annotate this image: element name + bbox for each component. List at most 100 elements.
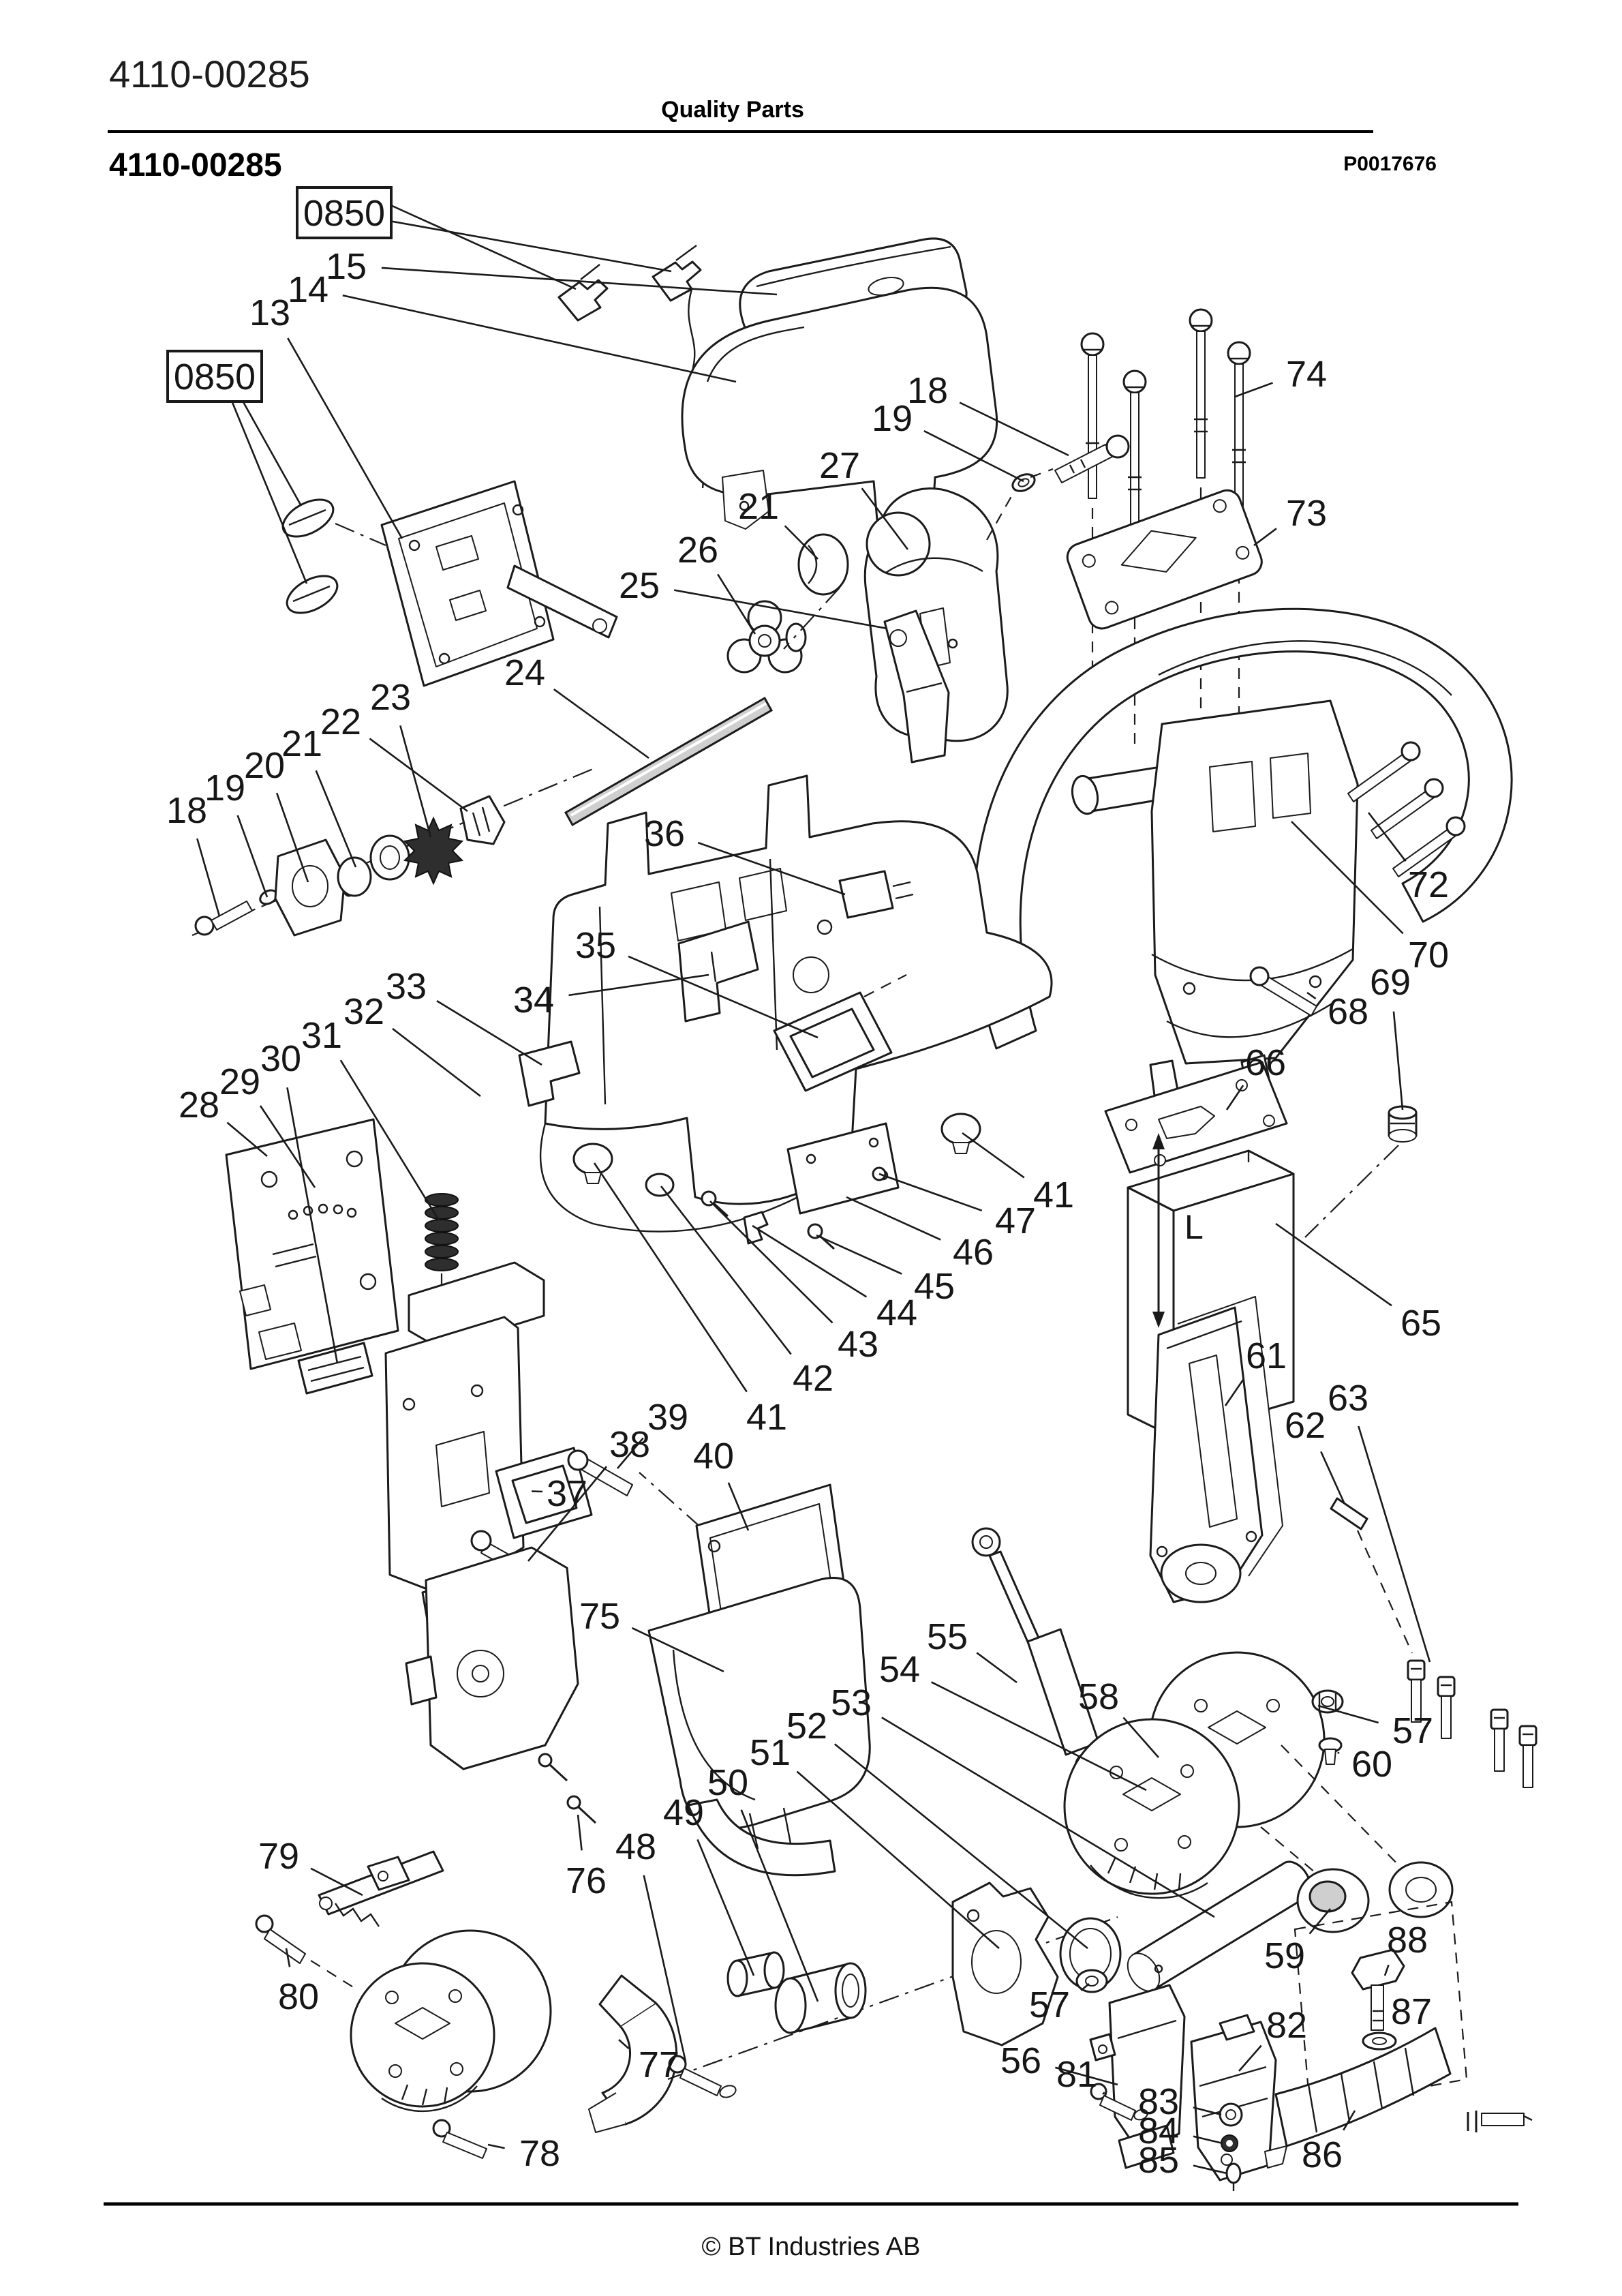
part-belly-cover-75: [647, 1577, 871, 1877]
star-knob-26: [726, 600, 807, 674]
leader-line-35: [628, 955, 818, 1039]
bushing-50: [774, 1962, 867, 2034]
callout-23: 23: [370, 677, 411, 718]
callout-86: 86: [1302, 2134, 1343, 2175]
leader-line-46: [846, 1196, 941, 1241]
bolt-78: [432, 2119, 487, 2159]
leader-line-56: [1055, 2066, 1118, 2086]
part-housing-32: [297, 1040, 581, 1625]
pin-62: [1330, 1497, 1413, 1654]
leader-line-65: [1275, 1222, 1392, 1307]
leader-line-61: [1224, 1378, 1245, 1406]
boxed-ref-leader: [241, 400, 303, 507]
boxed-ref-frame: [296, 186, 393, 239]
part-carriage: [405, 1546, 579, 1770]
callout-35: 35: [575, 925, 616, 966]
bolt-88: [1294, 1901, 1468, 2109]
part-main-bracket: [540, 774, 1053, 1233]
callout-41: 41: [746, 1397, 787, 1438]
part-rack-86: [1264, 2027, 1533, 2169]
leader-line-78: [487, 2143, 505, 2149]
leader-line-19: [236, 815, 269, 898]
leader-line-88: [1383, 1964, 1390, 1976]
callout-54: 54: [879, 1649, 920, 1690]
part-cam-51: [951, 1882, 1059, 2046]
leader-line-51: [796, 1770, 1000, 1949]
callout-21: 21: [738, 486, 779, 527]
dimension-arrow-up: [1152, 1133, 1165, 1149]
leader-line-55: [976, 1652, 1017, 1684]
callout-49: 49: [663, 1792, 704, 1833]
header-section: Quality Parts: [661, 97, 804, 123]
part-swing-arm-61: [1149, 1296, 1283, 1603]
callout-60: 60: [1351, 1744, 1392, 1785]
leader-line-81: [1102, 2091, 1105, 2095]
dimension-label: L: [1184, 1208, 1204, 1246]
leader-line-40: [727, 1482, 750, 1531]
plate-number: P0017676: [1343, 153, 1437, 175]
leader-line-85: [1193, 2164, 1227, 2175]
leader-line-75: [631, 1627, 724, 1673]
dimension-arrow-down: [1152, 1312, 1165, 1328]
callout-18: 18: [166, 790, 207, 831]
callout-69: 69: [1370, 962, 1411, 1003]
leader-line-30: [286, 1087, 339, 1364]
callout-25: 25: [619, 565, 660, 606]
leader-line-68: [1306, 991, 1317, 1000]
callout-82: 82: [1266, 2005, 1307, 2046]
callout-14: 14: [288, 269, 328, 310]
callout-55: 55: [927, 1616, 968, 1657]
callout-18: 18: [907, 370, 948, 411]
bolt-80: [255, 1914, 355, 1989]
boxed-ref-leader: [388, 203, 577, 290]
leader-line-72: [1367, 812, 1407, 862]
callout-21: 21: [281, 723, 322, 764]
callout-28: 28: [179, 1085, 219, 1126]
leader-line-13: [287, 337, 403, 539]
callout-47: 47: [995, 1200, 1036, 1241]
leader-line-20: [275, 792, 309, 883]
callout-59: 59: [1264, 1935, 1305, 1976]
callout-50: 50: [707, 1762, 748, 1803]
leader-line-32: [392, 1027, 481, 1098]
part-swivel-plates: [350, 1929, 552, 2113]
callout-84: 84: [1138, 2111, 1179, 2151]
callout-19: 19: [204, 768, 245, 809]
gasket-37: [495, 1447, 593, 1539]
leader-line-34: [568, 973, 709, 997]
callout-22: 22: [320, 701, 361, 742]
callout-36: 36: [644, 813, 685, 854]
callout-74: 74: [1286, 354, 1327, 395]
leader-line-59: [1309, 1908, 1331, 1935]
leader-line-62: [1320, 1451, 1345, 1503]
bolt-18r: [1030, 434, 1130, 483]
leader-line-47: [878, 1173, 983, 1212]
callout-31: 31: [301, 1015, 342, 1056]
callout-45: 45: [914, 1266, 955, 1307]
screws-63: [1407, 1659, 1537, 1788]
switch-36: [838, 870, 894, 919]
leader-line-39: [617, 1437, 644, 1469]
part-head-cover-14: [681, 286, 998, 530]
callout-61: 61: [1246, 1335, 1287, 1376]
leader-line-77: [618, 2039, 630, 2050]
callout-56: 56: [1000, 2040, 1041, 2081]
bracket-33: [518, 1040, 581, 1107]
callout-32: 32: [343, 991, 384, 1032]
chain-18-23: [192, 768, 594, 937]
callout-75: 75: [579, 1596, 620, 1637]
leader-line-80: [285, 1948, 291, 1967]
callout-41: 41: [1033, 1175, 1074, 1215]
leader-line-69: [1392, 1011, 1404, 1111]
callout-33: 33: [386, 966, 427, 1007]
leader-line-82: [1238, 2044, 1262, 2072]
callout-19: 19: [872, 398, 913, 439]
leader-line-25: [673, 589, 888, 630]
part-c-cover-77: [588, 1974, 678, 2133]
bolt-48: [668, 2055, 737, 2098]
callout-57: 57: [1392, 1710, 1433, 1751]
header-code: 4110-00285: [109, 52, 310, 95]
callout-79: 79: [258, 1836, 299, 1877]
washers-83-84-85: [1219, 2102, 1243, 2191]
screws-72: [1347, 741, 1466, 877]
